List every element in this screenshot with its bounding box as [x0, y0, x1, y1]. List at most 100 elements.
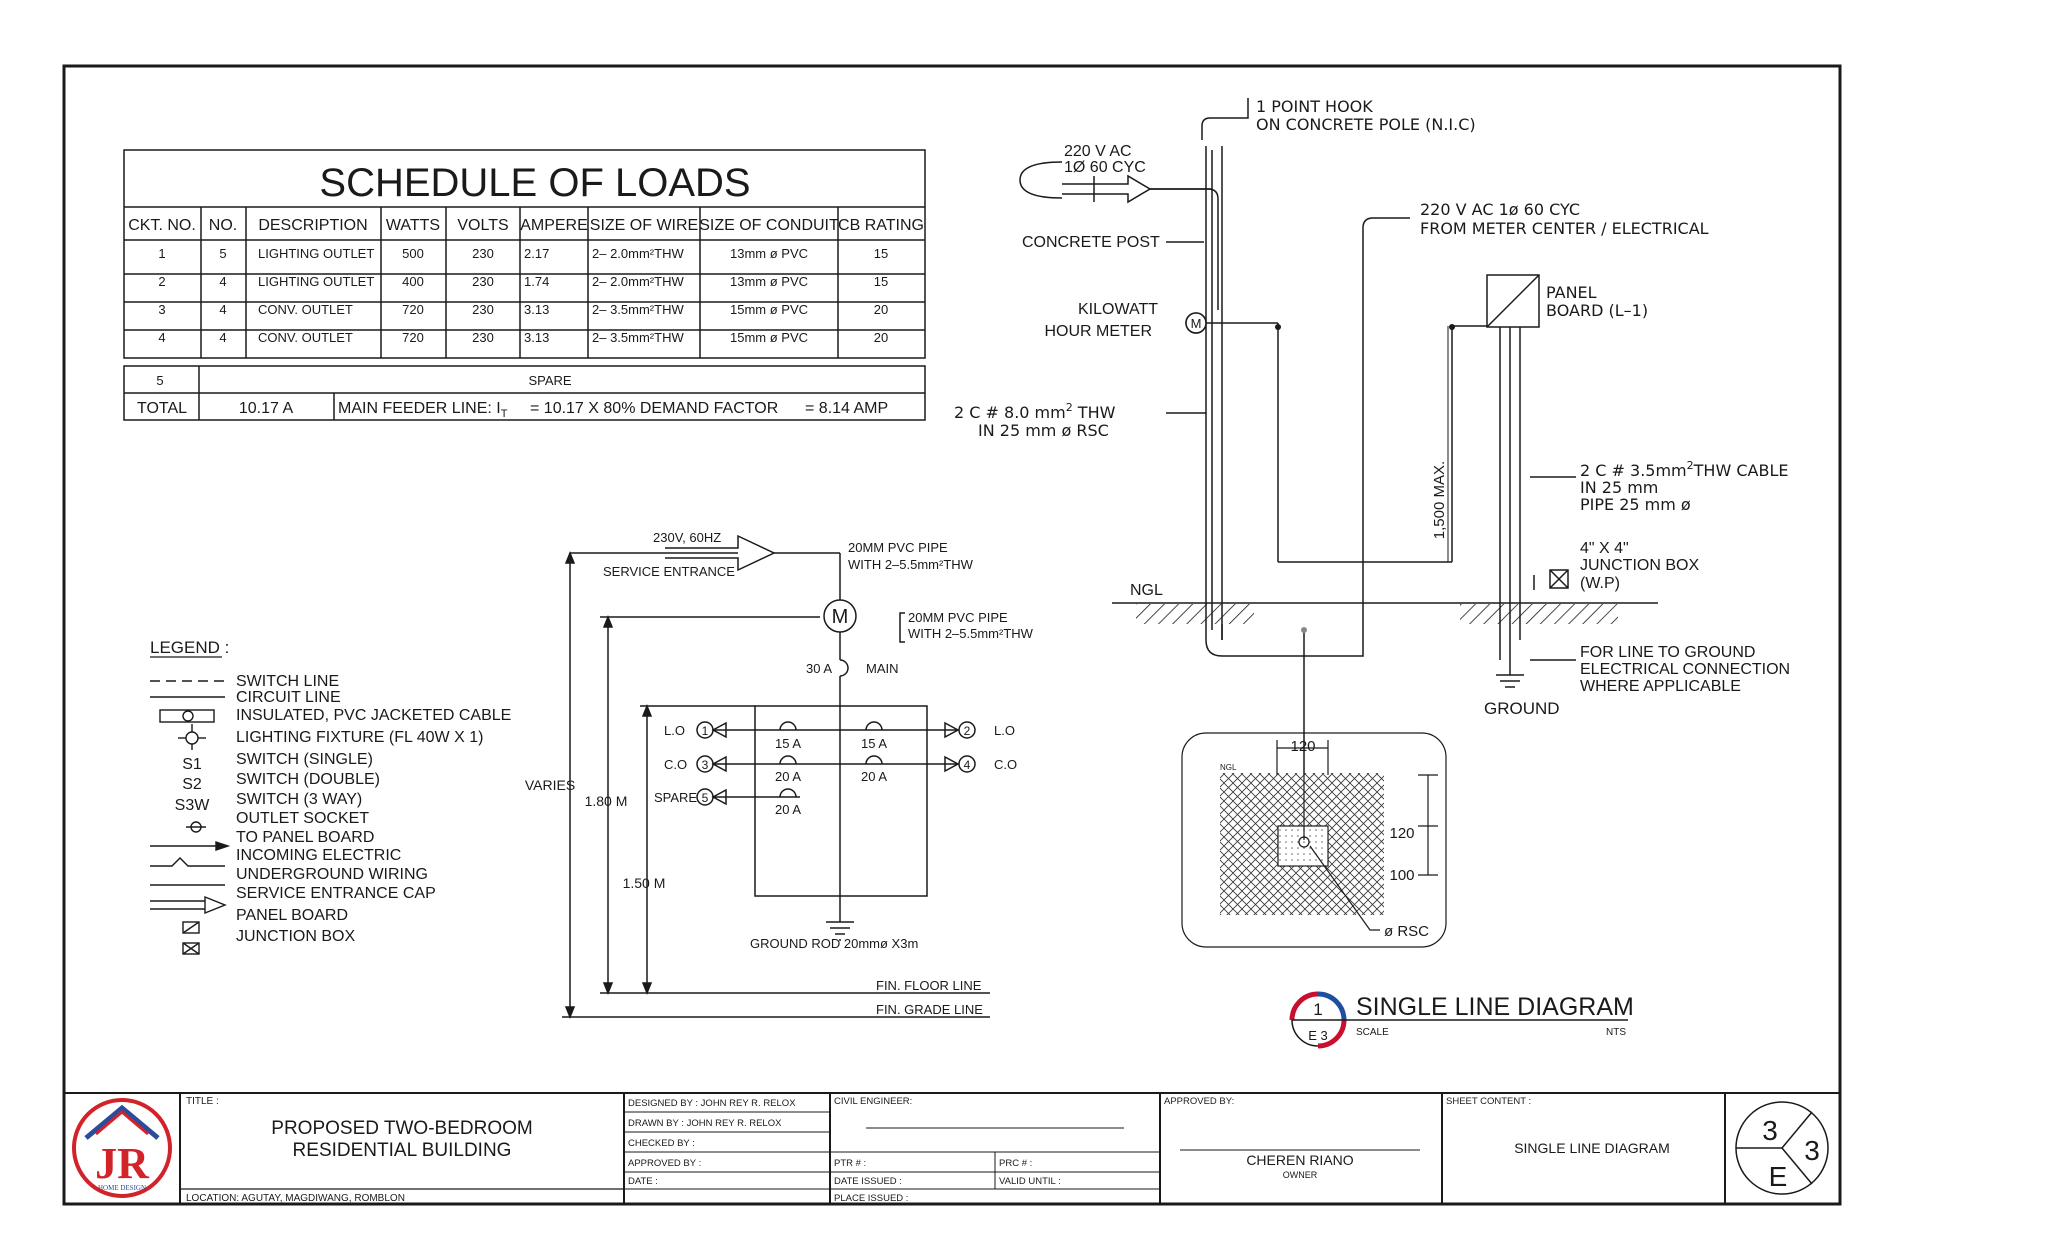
legend-item-label: TO PANEL BOARD: [236, 829, 374, 846]
owner-label: OWNER: [1283, 1170, 1318, 1180]
dim-varies: VARIES: [525, 777, 575, 793]
panel-label-b: BOARD (L–1): [1546, 301, 1648, 320]
meter-center-b: FROM METER CENTER / ELECTRICAL: [1420, 219, 1709, 238]
schedule-headers: CKT. NO. NO. DESCRIPTION WATTS VOLTS AMP…: [128, 217, 924, 234]
schedule-cell-ckt-no: 4: [158, 330, 165, 345]
schedule-title: SCHEDULE OF LOADS: [319, 161, 750, 205]
approved-by-label: APPROVED BY:: [1164, 1096, 1234, 1107]
sheet-border: [62, 64, 1842, 1206]
hook-label-b: ON CONCRETE POLE (N.I.C): [1256, 115, 1476, 134]
schedule-cell-cb-rating: 20: [874, 302, 888, 317]
schedule-cell-volts: 230: [472, 246, 494, 261]
sheet-letter: E: [1769, 1161, 1788, 1192]
diagram-marker-sheet: E 3: [1308, 1028, 1328, 1043]
date-label: DATE :: [628, 1176, 658, 1187]
company-logo: JR HOME DESIGN: [72, 1098, 172, 1198]
circuit-lo-right: L.O: [994, 723, 1015, 738]
concrete-post-label: CONCRETE POST: [1022, 234, 1160, 251]
circuit-num-2: 2: [964, 724, 971, 738]
project-location: LOCATION: AGUTAY, MAGDIWANG, ROMBLON: [186, 1193, 405, 1204]
schedule-cell-watts: 720: [402, 330, 424, 345]
breaker-15a-left: 15 A: [775, 736, 801, 751]
footing-dim-120-top: 120: [1290, 738, 1315, 755]
approved-by-small: APPROVED BY :: [628, 1158, 701, 1169]
legend-item-label: CIRCUIT LINE: [236, 689, 341, 706]
legend-item-label: SERVICE ENTRANCE CAP: [236, 885, 436, 902]
soil-hatch-right: [1460, 604, 1618, 624]
feeder-result: = 8.14 AMP: [805, 400, 888, 417]
legend-item-label: UNDERGROUND WIRING: [236, 866, 428, 883]
cable-label-c: PIPE 25 mm ø: [1580, 495, 1691, 514]
riser-diagram: [562, 534, 990, 1020]
riser-main-label: MAIN: [866, 661, 899, 676]
spare-label: SPARE: [528, 373, 571, 388]
schedule-cell-description: CONV. OUTLET: [258, 302, 353, 317]
logo-text: JR: [95, 1139, 150, 1188]
schedule-cell-ckt-no: 1: [158, 246, 165, 261]
schedule-cell-ampere: 3.13: [524, 330, 549, 345]
sheet-number: 3: [1762, 1115, 1778, 1146]
legend-s1: S1: [182, 756, 202, 773]
legend-symbols: [150, 680, 231, 955]
legend-item-label: PANEL BOARD: [236, 907, 348, 924]
schedule-cell-conduit: 15mm ø PVC: [730, 302, 808, 317]
circuit-num-1: 1: [702, 724, 709, 738]
cable-label-a: 2 C # 3.5mm2THW CABLE: [1580, 459, 1788, 480]
ground-note-b: ELECTRICAL CONNECTION: [1580, 661, 1790, 678]
checked-by: CHECKED BY :: [628, 1138, 695, 1149]
schedule-cell-wire: 2– 3.5mm²THW: [592, 330, 684, 345]
riser-pipe1-b: WITH 2–5.5mm²THW: [848, 557, 974, 572]
project-title-line2: RESIDENTIAL BUILDING: [293, 1140, 512, 1161]
riser-pipe2-b: WITH 2–5.5mm²THW: [908, 626, 1034, 641]
fin-grade-line: FIN. GRADE LINE: [876, 1002, 983, 1017]
schedule-cell-cb-rating: 15: [874, 274, 888, 289]
footing-detail: [1181, 732, 1447, 948]
header-watts: WATTS: [386, 217, 440, 234]
hook-label-a: 1 POINT HOOK: [1256, 97, 1373, 116]
date-issued-label: DATE ISSUED :: [834, 1176, 902, 1187]
legend-item-label: SWITCH (DOUBLE): [236, 771, 380, 788]
logo-subtext: HOME DESIGN: [98, 1184, 146, 1192]
supply-label-a: 220 V AC: [1064, 143, 1132, 160]
title-block: [64, 1092, 1840, 1204]
schedule-cell-description: LIGHTING OUTLET: [258, 246, 374, 261]
schedule-cell-no: 4: [219, 330, 226, 345]
circuit-co-right: C.O: [994, 757, 1017, 772]
schedule-cell-no: 4: [219, 274, 226, 289]
jb-label-b: JUNCTION BOX: [1580, 557, 1699, 574]
wire-label-a: 2 C # 8.0 mm2 THW: [954, 401, 1116, 422]
schedule-of-loads-table: [123, 149, 926, 421]
schedule-cell-no: 5: [219, 246, 226, 261]
schedule-cell-description: LIGHTING OUTLET: [258, 274, 374, 289]
header-ckt-no: CKT. NO.: [128, 217, 196, 234]
supply-label-b: 1Ø 60 CYC: [1064, 159, 1146, 176]
schedule-cell-wire: 2– 2.0mm²THW: [592, 274, 684, 289]
legend-item-label: SWITCH LINE: [236, 673, 339, 690]
designed-by: DESIGNED BY : JOHN REY R. RELOX: [628, 1098, 796, 1109]
legend-item-label: OUTLET SOCKET: [236, 810, 369, 827]
schedule-cell-volts: 230: [472, 274, 494, 289]
kwh-label-b: HOUR METER: [1044, 323, 1152, 340]
diagram-title: SINGLE LINE DIAGRAM: [1356, 993, 1634, 1021]
sheet-total: 3: [1804, 1135, 1820, 1166]
header-ampere: AMPERE: [520, 217, 588, 234]
legend-item-label: SWITCH (3 WAY): [236, 791, 362, 808]
circuit-lo-left: L.O: [664, 723, 685, 738]
footing-ngl: NGL: [1220, 763, 1237, 772]
civil-engineer-label: CIVIL ENGINEER:: [834, 1096, 912, 1107]
riser-supply-label: 230V, 60HZ: [653, 530, 721, 545]
footing-dim-100: 100: [1389, 867, 1414, 884]
dim-1-80m: 1.80 M: [585, 793, 628, 809]
header-cb-rating: CB RATING: [838, 217, 924, 234]
header-size-of-conduit: SIZE OF CONDUIT: [699, 217, 839, 234]
header-size-of-wire: SIZE OF WIRE: [590, 217, 698, 234]
legend-item-label: SWITCH (SINGLE): [236, 751, 373, 768]
wire-label-b: IN 25 mm ø RSC: [978, 421, 1109, 440]
drawn-by: DRAWN BY : JOHN REY R. RELOX: [628, 1118, 782, 1129]
legend-item-label: INSULATED, PVC JACKETED CABLE: [236, 707, 511, 724]
riser-main-amp: 30 A: [806, 661, 832, 676]
cable-label-b: IN 25 mm: [1580, 478, 1658, 497]
kwh-label-a: KILOWATT: [1078, 301, 1158, 318]
title-label: TITLE :: [186, 1096, 219, 1107]
